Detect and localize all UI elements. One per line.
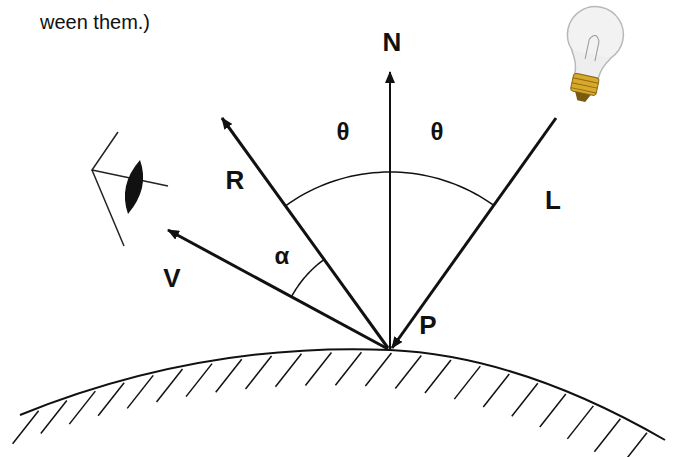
hatch-line: [305, 352, 331, 385]
theta-arc: [286, 172, 494, 206]
light-bulb-icon: [554, 1, 629, 107]
normal-arrow: [389, 72, 391, 350]
hatch-line: [41, 400, 67, 433]
angle-label: θ: [431, 120, 444, 144]
hatch-line: [483, 374, 509, 407]
hatch-line: [186, 364, 212, 397]
cut-off-caption: ween them.): [40, 12, 150, 32]
angle-label: θ: [337, 120, 350, 144]
hatch-line: [246, 356, 272, 389]
hatch-line: [425, 360, 451, 393]
vector-label: V: [163, 265, 180, 291]
vector-label: R: [226, 167, 245, 193]
alpha-arc: [291, 259, 324, 296]
normal-label: N: [383, 29, 402, 55]
hatch-line: [365, 353, 391, 386]
vector-label: L: [545, 187, 561, 213]
light-arrow: [392, 118, 556, 348]
hatch-line: [13, 411, 39, 444]
hatch-line: [216, 359, 242, 392]
hatch-line: [454, 366, 480, 399]
hatch-line: [98, 383, 124, 416]
hatch-line: [335, 352, 361, 385]
hatch-line: [621, 433, 647, 457]
angle-label: α: [275, 244, 290, 268]
hatch-line: [275, 354, 301, 387]
view-arrow: [168, 230, 388, 349]
hatch-line: [567, 406, 593, 439]
point-label: P: [419, 312, 436, 338]
reflect-arrow: [222, 118, 388, 348]
hatch-line: [540, 394, 566, 427]
eye-icon: [92, 132, 168, 246]
hatch-line: [69, 391, 95, 424]
hatch-line: [594, 419, 620, 452]
hatch-line: [395, 356, 421, 389]
hatch-line: [127, 375, 153, 408]
hatch-line: [157, 369, 183, 402]
surface-hatching: [13, 352, 647, 457]
surface-curve: [20, 349, 665, 440]
hatch-line: [512, 383, 538, 416]
